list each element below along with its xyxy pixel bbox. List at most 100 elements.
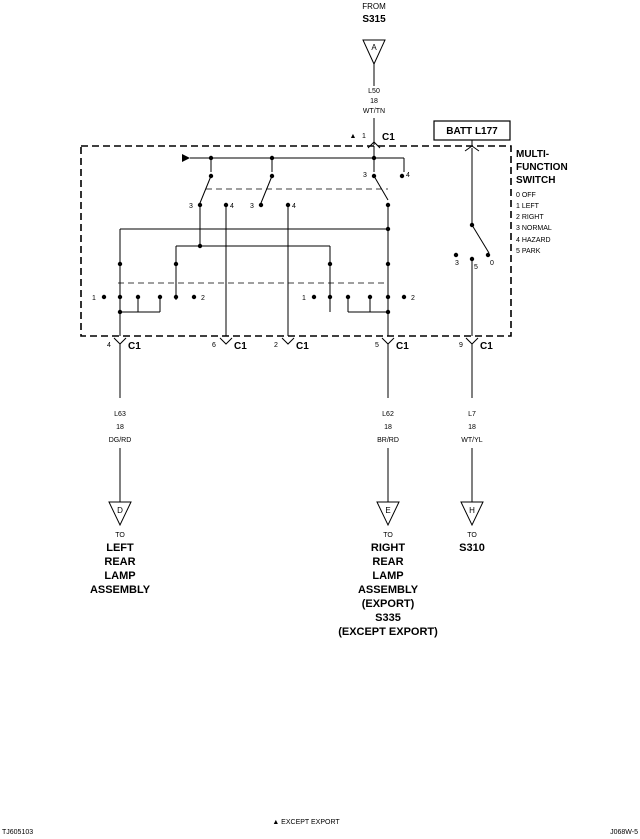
connector-pin: 9: [459, 342, 463, 349]
node: [117, 309, 123, 315]
dest-line: ASSEMBLY: [90, 584, 151, 596]
connector-letter: H: [469, 506, 475, 515]
switch-blade: [373, 175, 389, 201]
contact: [117, 294, 123, 300]
contact-label: 4: [406, 172, 410, 179]
connector-c1-pin5: 5 C1: [375, 337, 409, 398]
wire-l7: L7 18 WT/YL: [461, 411, 483, 502]
connector-d-triangle: [108, 501, 132, 527]
contact: [258, 202, 264, 208]
connector-name: C1: [396, 341, 409, 352]
batt-connector: [464, 145, 473, 152]
contact: [173, 261, 179, 267]
footer-note: ▲ EXCEPT EXPORT: [272, 819, 340, 826]
dest-line: (EXCEPT EXPORT): [338, 626, 438, 638]
wire-l50-color: WT/TN: [363, 108, 385, 115]
connector-c1-pin4: 4 C1: [107, 337, 141, 398]
top-connector-name: C1: [382, 132, 395, 143]
wire-gauge: 18: [116, 424, 124, 431]
connector-pin: 6: [212, 342, 216, 349]
contact: [173, 294, 179, 300]
contact: [327, 261, 333, 267]
switch-position-1: 1 LEFT: [516, 203, 540, 210]
switch-blade: [199, 175, 212, 204]
connector-name: C1: [296, 341, 309, 352]
connector-name: C1: [128, 341, 141, 352]
park-switch-blade: [471, 224, 490, 254]
wire-gauge: 18: [384, 424, 392, 431]
contact-label: 5: [474, 264, 478, 271]
contact: [117, 261, 123, 267]
connector-c1-pin2: 2 C1: [274, 337, 309, 352]
connector-a-triangle: [362, 39, 386, 66]
contact-label: 1: [92, 295, 96, 302]
contact: [399, 173, 405, 179]
contact: [191, 294, 197, 300]
wire-gauge: 18: [468, 424, 476, 431]
contact-label: 2: [201, 295, 205, 302]
contact: [485, 252, 491, 258]
dest-line: LEFT: [106, 542, 134, 554]
source-splice: S315: [362, 14, 386, 25]
switch-position-5: 5 PARK: [516, 248, 541, 255]
contact: [311, 294, 317, 300]
wire-circuit: L63: [114, 411, 126, 418]
destination-left-rear-lamp: D TO LEFT REAR LAMP ASSEMBLY: [90, 501, 151, 596]
switch-enclosure: [80, 145, 512, 337]
wire-color: WT/YL: [461, 437, 482, 444]
batt-label: BATT L177: [446, 126, 498, 137]
contact-label: 1: [302, 295, 306, 302]
wire-color: DG/RD: [109, 437, 132, 444]
wire-color: BR/RD: [377, 437, 399, 444]
connector-e-triangle: [376, 501, 400, 527]
connector-h-triangle: [460, 501, 484, 527]
dest-line: S335: [375, 612, 401, 624]
connector-pin: 5: [375, 342, 379, 349]
connector-pin: 2: [274, 342, 278, 349]
contact-label: 3: [250, 203, 254, 210]
from-label: FROM: [362, 2, 386, 11]
node: [371, 155, 377, 161]
contact: [453, 252, 459, 258]
switch-position-2: 2 RIGHT: [516, 214, 544, 221]
input-arrow-icon: [182, 154, 190, 162]
contact-label: 2: [411, 295, 415, 302]
node: [385, 309, 391, 315]
dest-line: REAR: [372, 556, 403, 568]
footer-left-code: TJ605103: [2, 829, 33, 836]
contact-label: 4: [230, 203, 234, 210]
connector-letter: E: [385, 506, 390, 515]
connector-pin: 4: [107, 342, 111, 349]
dest-line: REAR: [104, 556, 135, 568]
contact: [385, 294, 391, 300]
dest-line: S310: [459, 542, 485, 554]
connector-name: C1: [480, 341, 493, 352]
batt-connector: [471, 145, 480, 152]
dest-line: LAMP: [372, 570, 403, 582]
wire-l62: L62 18 BR/RD: [377, 411, 399, 502]
wire-l50-gauge: 18: [370, 98, 378, 105]
connector-a-letter: A: [371, 43, 377, 52]
contact-label: 4: [292, 203, 296, 210]
contact: [401, 294, 407, 300]
contact-label: 3: [189, 203, 193, 210]
switch-blade: [260, 175, 273, 204]
contact-label: 3: [455, 260, 459, 267]
connector-c1-pin6: 6 C1: [212, 337, 247, 352]
dest-line: RIGHT: [371, 542, 406, 554]
contact: [385, 261, 391, 267]
switch-title-1: MULTI-: [516, 149, 549, 160]
destination-s310: H TO S310: [459, 501, 485, 554]
wire-l63: L63 18 DG/RD: [109, 411, 132, 502]
top-connector-pin: 1: [362, 133, 366, 140]
connector-c1-pin9: 9 C1: [459, 337, 493, 398]
to-label: TO: [115, 532, 125, 539]
to-label: TO: [467, 532, 477, 539]
connector-name: C1: [234, 341, 247, 352]
connector-letter: D: [117, 506, 123, 515]
node: [385, 226, 391, 232]
switch-position-4: 4 HAZARD: [516, 237, 551, 244]
contact-label: 3: [363, 172, 367, 179]
destination-right-rear-lamp: E TO RIGHT REAR LAMP ASSEMBLY (EXPORT) S…: [338, 501, 438, 638]
